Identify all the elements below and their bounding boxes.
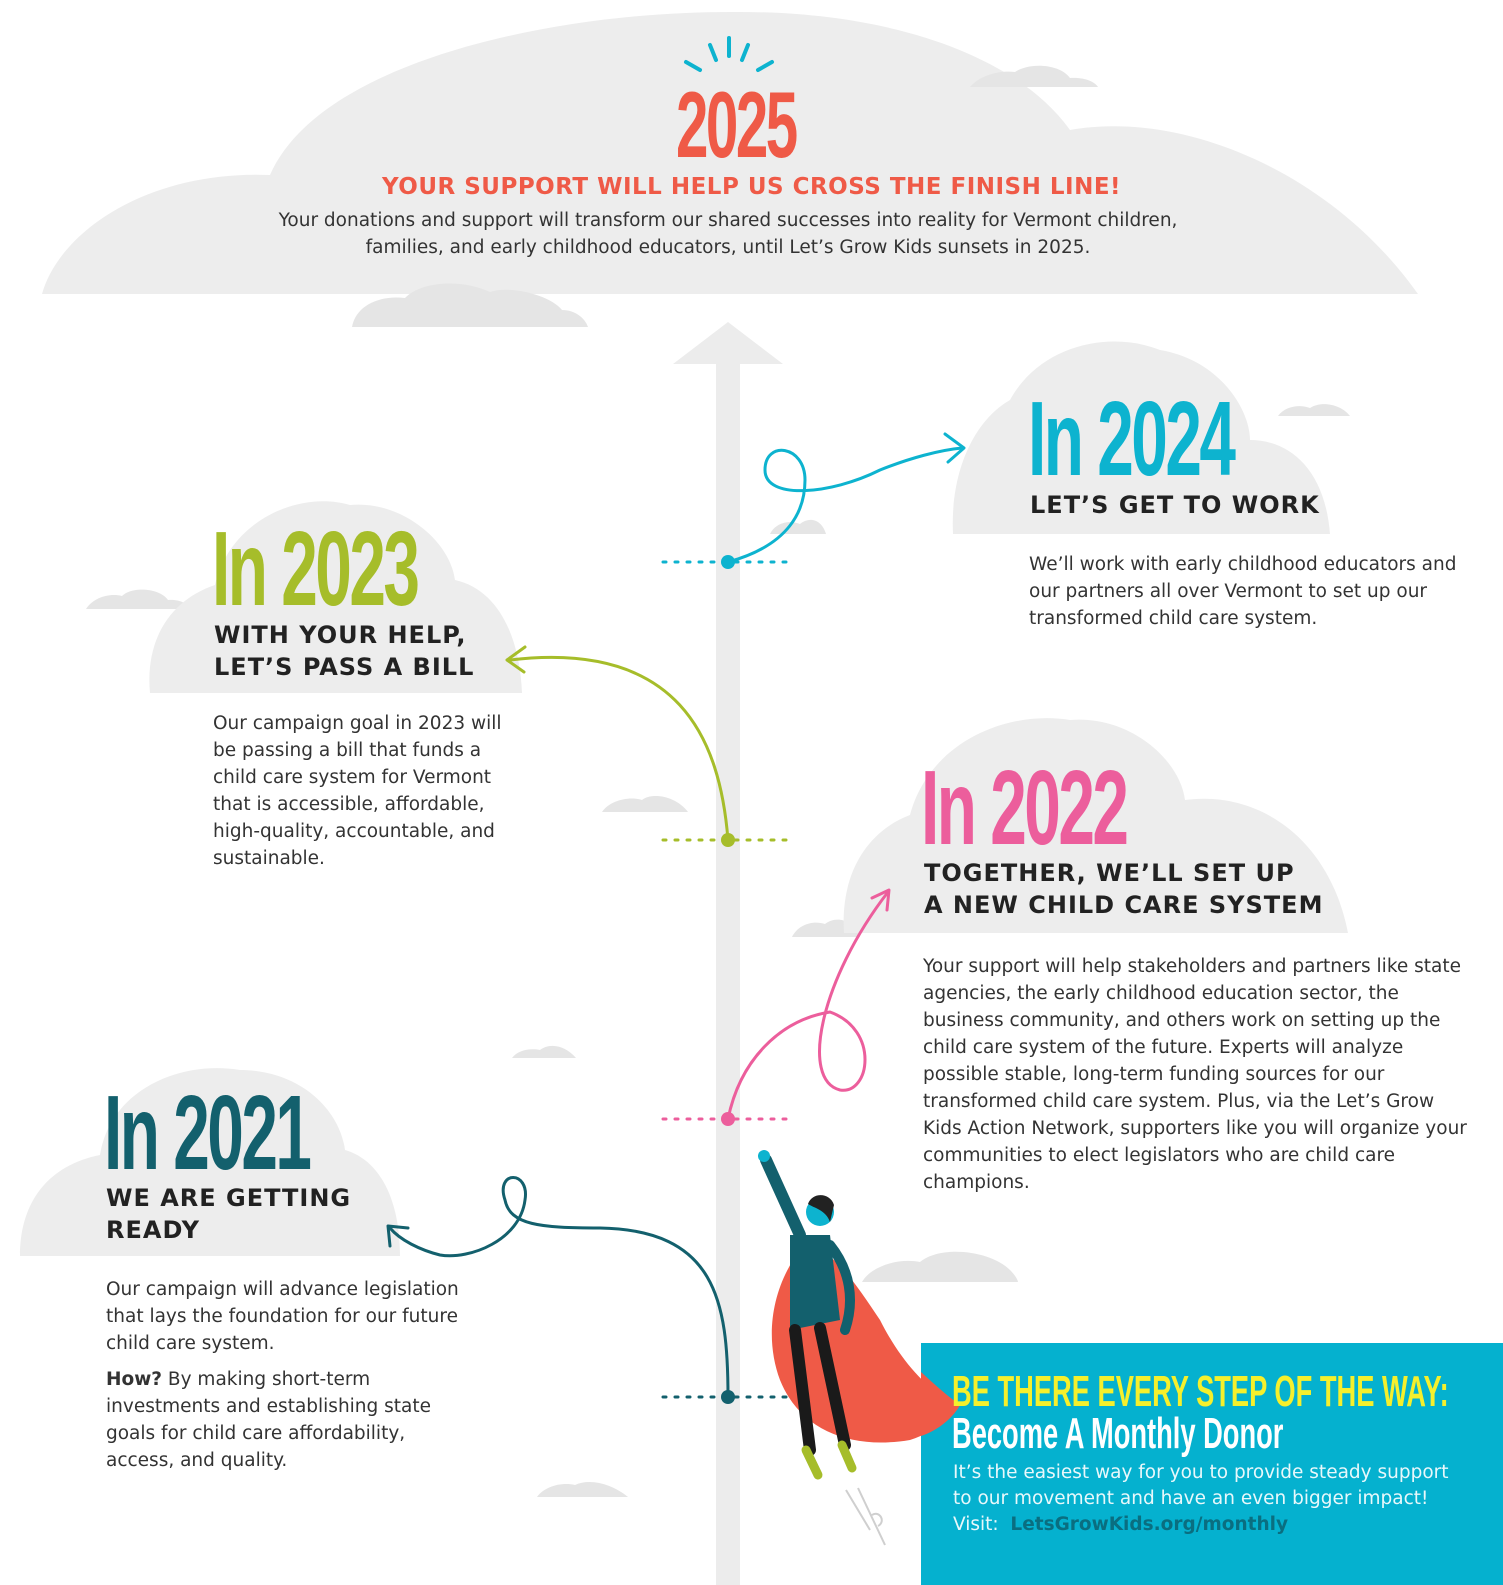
heading-2023-line1: WITH YOUR HELP, [214,621,467,649]
arrow-2023-head [505,645,527,674]
top-cloud [42,11,1418,295]
monthly-donor-panel [921,1343,1503,1585]
monthly-donor-link[interactable]: LetsGrowKids.org/monthly [1010,1514,1289,1535]
arrow-2022-head [870,888,891,912]
heading-2024: LET’S GET TO WORK [1030,491,1320,519]
cta-text-line2: to our movement and have an even bigger … [953,1488,1429,1509]
heading-2021-line1: WE ARE GETTING [106,1184,352,1212]
body-2021-para2: How? By making short-term investments an… [106,1366,471,1474]
year-2023: In 2023 [212,510,420,628]
heading-2022-line1: TOGETHER, WE’LL SET UP [924,859,1295,887]
intro-line-1: Your donations and support will transfor… [278,210,1178,231]
year-2025: 2025 [675,72,798,177]
heading-2023: WITH YOUR HELP, LET’S PASS A BILL [214,619,474,683]
cta-text: It’s the easiest way for you to provide … [953,1460,1501,1538]
burst-icon [684,36,774,72]
arrow-2023 [508,655,730,842]
body-2024: We’ll work with early childhood educator… [1029,554,1457,629]
year-2024: In 2024 [1028,380,1236,498]
small-cloud [1278,404,1350,416]
year-2021: In 2021 [104,1074,312,1192]
heading-2023-line2: LET’S PASS A BILL [214,653,475,681]
small-cloud [352,283,588,327]
cta-title: BE THERE EVERY STEP OF THE WAY: Become A… [952,1370,1492,1460]
hero-shoes [801,1440,857,1480]
timeline-arrowhead [673,322,783,364]
how-label: How? [106,1369,163,1390]
intro-text: Your donations and support will transfor… [0,207,1456,261]
motion-lines [845,1487,886,1546]
small-cloud [970,65,1098,87]
arrow-2021 [388,1176,730,1399]
intro-line-2: families, and early childhood educators,… [365,237,1091,258]
tagline: YOUR SUPPORT WILL HELP US CROSS THE FINI… [381,174,1122,200]
small-cloud [602,796,688,812]
small-cloud [512,1045,576,1058]
hero-body [790,1235,840,1330]
cta-title-line1: BE THERE EVERY STEP OF THE WAY: [952,1367,1449,1416]
arrow-2024-head [943,432,966,464]
hero-arm2 [825,1240,855,1335]
cloud-2021 [20,1068,400,1256]
hero-legs [789,1322,851,1456]
cloud-2022 [843,718,1348,933]
small-cloud [862,1251,1018,1282]
body-2022: Your support will help stakeholders and … [923,956,1467,1193]
year-2022: In 2022 [921,749,1129,867]
cloud-2023 [149,501,523,693]
heading-2021: WE ARE GETTING READY [106,1182,351,1246]
body-2021: Our campaign will advance legislation th… [106,1276,471,1483]
heading-2022-line2: A NEW CHILD CARE SYSTEM [924,891,1324,919]
superhero-illustration [758,1150,960,1546]
cloud-2024 [952,341,1330,534]
arrow-2022 [726,890,890,1121]
body-2021-para1: Our campaign will advance legislation th… [106,1279,459,1354]
body-2021-para2-text: By making short-term investments and est… [106,1369,432,1471]
hero-arm [760,1154,806,1241]
small-cloud [770,519,826,534]
visit-label: Visit: [953,1514,999,1535]
cta-visit: Visit: LetsGrowKids.org/monthly [953,1512,1501,1538]
hero-hand [758,1150,770,1162]
heading-2021-line2: READY [106,1216,201,1244]
arrow-2024 [726,446,964,564]
small-cloud [537,1482,628,1497]
cta-text-line1: It’s the easiest way for you to provide … [953,1462,1449,1483]
small-cloud [792,919,860,937]
header-2025: 2025 [0,78,1503,172]
body-2023: Our campaign goal in 2023 will be passin… [213,713,502,869]
small-cloud [86,589,190,609]
arrow-2021-head [386,1224,410,1248]
hero-hair [808,1195,834,1222]
cta-title-line2: Become A Monthly Donor [952,1409,1284,1458]
heading-2022: TOGETHER, WE’LL SET UP A NEW CHILD CARE … [924,857,1323,921]
